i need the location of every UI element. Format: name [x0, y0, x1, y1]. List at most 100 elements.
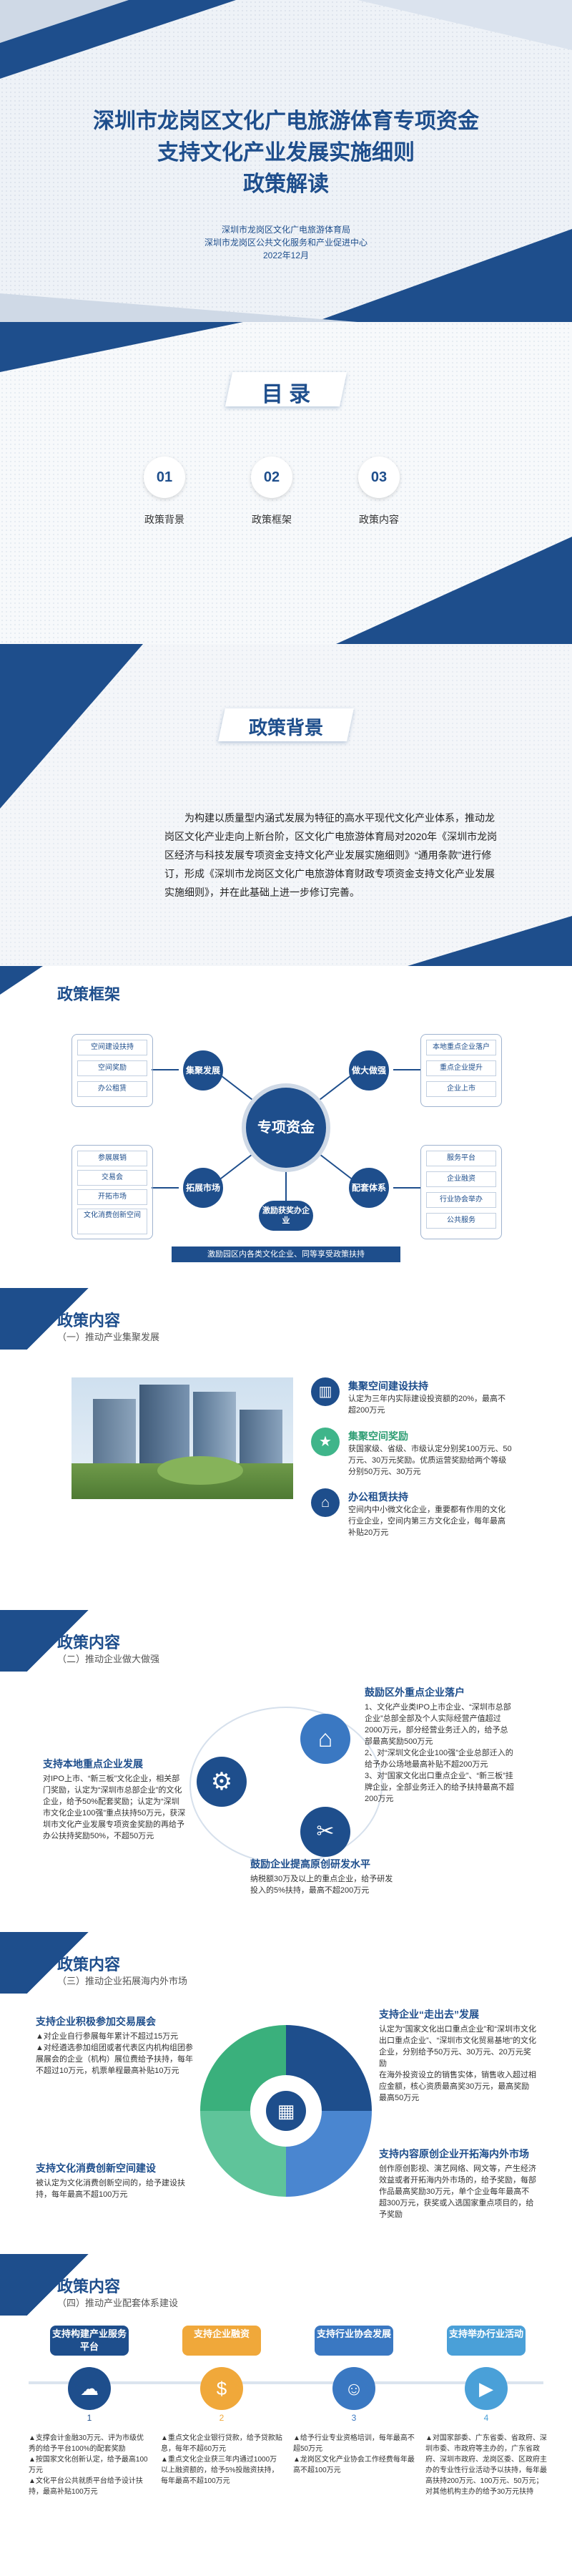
- content3-br-body: 创作原创影视、演艺网络、网文等，产生经济效益或者开拓海内外市场的，给予奖励，每部…: [379, 2165, 536, 2219]
- content3-bl-body: 被认定为文化消费创新空间的，给予建设扶持，每年最高不超100万元: [36, 2179, 185, 2199]
- gear-icon: ⚙: [197, 1757, 247, 1807]
- content3-tl-body: ▲对企业自行参展每年累计不超过15万元 ▲对经遴选参加组团或者代表区内机构组团参…: [36, 2032, 193, 2075]
- content2-right-head: 鼓励区外重点企业落户: [365, 1687, 465, 1698]
- framework-group-1: [72, 1034, 153, 1107]
- cloud-icon: ☁: [68, 2367, 111, 2410]
- cover-title-line-2: 支持文化产业发展实施细则: [157, 141, 415, 165]
- tag-4-1: 服务平台: [426, 1151, 496, 1166]
- issuer-1: 深圳市龙岗区文化广电旅游体育局: [221, 225, 350, 235]
- content3-tr-body: 认定为“国家文化出口重点企业”和“深圳市文化出口重点企业”、“深圳市文化贸易基地…: [379, 2025, 536, 2102]
- building-icon: ▥: [311, 1377, 340, 1406]
- cover-section: 深圳市龙岗区文化广电旅游体育专项资金 支持文化产业发展实施细则 政策解读 深圳市…: [0, 0, 572, 322]
- content2-title: 政策内容: [57, 1634, 121, 1652]
- tag-4-4: 公共服务: [426, 1213, 496, 1229]
- tag-1-2: 空间奖励: [77, 1060, 147, 1076]
- screen-icon: ▶: [465, 2367, 508, 2410]
- content4-card-3: 支持行业协会发展 ☺ 3 ▲给予行业专业资格培训，每年最高不超50万元 ▲龙岗区…: [293, 2326, 415, 2476]
- tag-3-3: 开拓市场: [77, 1189, 147, 1205]
- content4-card-1-body: ▲支撑会计金融30万元、评为市级优秀的给予平台100%的配套奖励 ▲按国家文化创…: [29, 2434, 148, 2496]
- toc-section: 目 录 01 政策背景 02 政策框架 03 政策内容: [0, 322, 572, 644]
- tag-3-4: 文化消费创新空间: [77, 1209, 147, 1234]
- content4-card-2-head: 支持企业融资: [182, 2326, 261, 2356]
- framework-node-4: 配套体系: [349, 1168, 389, 1208]
- framework-group-3: [72, 1145, 153, 1239]
- background-section: 政策背景 为构建以质量型内涵式发展为特征的高水平现代文化产业体系，推动龙岗区文化…: [0, 644, 572, 966]
- tools-icon: ✂: [300, 1807, 350, 1857]
- framework-group-4: [420, 1145, 502, 1239]
- tag-3-2: 交易会: [77, 1170, 147, 1186]
- background-body: 为构建以质量型内涵式发展为特征的高水平现代文化产业体系，推动龙岗区文化产业走向上…: [164, 812, 498, 898]
- toc-num-1: 01: [144, 457, 185, 498]
- home-icon: ⌂: [300, 1714, 350, 1764]
- content3-subtitle: （三）推动企业拓展海内外市场: [57, 1976, 188, 1986]
- tag-1-3: 办公租赁: [77, 1081, 147, 1097]
- framework-node-1: 集聚发展: [183, 1050, 223, 1091]
- content4-card-1: 支持构建产业服务平台 ☁ 1 ▲支撑会计金融30万元、评为市级优秀的给予平台10…: [29, 2326, 150, 2497]
- tag-2-2: 重点企业提升: [426, 1060, 496, 1076]
- cover-date: 2022年12月: [262, 250, 310, 260]
- framework-node-2: 做大做强: [349, 1050, 389, 1091]
- issuer-2: 深圳市龙岗区公共文化服务和产业促进中心: [204, 238, 368, 248]
- background-title: 政策背景: [248, 717, 323, 738]
- content4-title: 政策内容: [57, 2278, 121, 2296]
- content4-card-3-head: 支持行业协会发展: [315, 2326, 393, 2356]
- content4-card-3-num: 3: [351, 2413, 357, 2423]
- content4-section: 政策内容 （四）推动产业配套体系建设 支持构建产业服务平台 ☁ 1 ▲支撑会计金…: [0, 2254, 572, 2576]
- content3-tr-head: 支持企业“走出去”发展: [379, 2009, 479, 2020]
- content1-subtitle: （一）推动产业集聚发展: [57, 1332, 160, 1342]
- framework-section: 政策框架 专项资金 集聚发展 做大做强 拓展市场 配套体系 激励获奖办企业 空间…: [0, 966, 572, 1288]
- cover-issuers: 深圳市龙岗区文化广电旅游体育局 深圳市龙岗区公共文化服务和产业促进中心 2022…: [0, 223, 572, 262]
- tag-4-2: 企业融资: [426, 1171, 496, 1187]
- content3-br-head: 支持内容原创企业开拓海内外市场: [379, 2148, 529, 2160]
- tag-2-1: 本地重点企业落户: [426, 1040, 496, 1055]
- cover-title-line-3: 政策解读: [243, 172, 329, 196]
- content2-ring: ⚙ ⌂ ✂: [189, 1707, 383, 1864]
- content4-card-4-head: 支持举办行业活动: [447, 2326, 526, 2356]
- coin-icon: $: [200, 2367, 243, 2410]
- content4-timeline: [29, 2381, 543, 2384]
- building-photo: [72, 1377, 293, 1499]
- map-icon: ▦: [266, 2091, 306, 2131]
- office-icon: ⌂: [311, 1488, 340, 1517]
- content4-card-4-num: 4: [483, 2413, 489, 2423]
- toc-label-3: 政策内容: [359, 514, 399, 525]
- framework-center: 专项资金: [246, 1088, 326, 1168]
- toc-item-2[interactable]: 02 政策框架: [243, 457, 300, 527]
- framework-group-2: [420, 1034, 502, 1107]
- toc-num-3: 03: [358, 457, 400, 498]
- framework-title: 政策框架: [57, 985, 121, 1003]
- award-icon: ★: [311, 1428, 340, 1456]
- content3-section: 政策内容 （三）推动企业拓展海内外市场 ▦ 支持企业积极参加交易展会 ▲对企业自…: [0, 1932, 572, 2254]
- content2-right-body: 1、文化产业类IPO上市企业、“深圳市总部企业”总部全部及个人实际经营产值超过2…: [365, 1703, 514, 1803]
- content1-item-3-head: 办公租赁扶持: [348, 1491, 408, 1503]
- content4-card-2-num: 2: [219, 2413, 225, 2423]
- toc-num-2: 02: [251, 457, 292, 498]
- content2-subtitle: （二）推动企业做大做强: [57, 1654, 160, 1664]
- framework-footnote: 激励园区内各类文化企业、同等享受政策扶持: [172, 1246, 400, 1262]
- content2-left-body: 对IPO上市、“新三板”文化企业，相关部门奖励，认定为“深圳市总部企业”的文化企…: [43, 1775, 186, 1840]
- content4-subtitle: （四）推动产业配套体系建设: [57, 2298, 179, 2308]
- content4-card-1-num: 1: [87, 2413, 92, 2423]
- people-icon: ☺: [332, 2367, 375, 2410]
- content1-title: 政策内容: [57, 1312, 121, 1330]
- tag-1-1: 空间建设扶持: [77, 1040, 147, 1055]
- cover-title-line-1: 深圳市龙岗区文化广电旅游体育专项资金: [93, 109, 479, 133]
- content4-card-2-body: ▲重点文化企业银行贷款，给予贷款贴息，每年不超60万元 ▲重点文化企业获三年内通…: [161, 2434, 282, 2485]
- cover-title: 深圳市龙岗区文化广电旅游体育专项资金 支持文化产业发展实施细则 政策解读: [0, 106, 572, 200]
- content4-card-2: 支持企业融资 $ 2 ▲重点文化企业银行贷款，给予贷款贴息，每年不超60万元 ▲…: [161, 2326, 282, 2487]
- content1-section: 政策内容 （一）推动产业集聚发展 ▥ 集聚空间建设扶持 认定为三年内实际建设投资…: [0, 1288, 572, 1610]
- toc-item-1[interactable]: 01 政策背景: [136, 457, 193, 527]
- tag-3-1: 参展展销: [77, 1151, 147, 1166]
- tag-4-3: 行业协会举办: [426, 1192, 496, 1208]
- content2-bottom-body: 纳税额30万及以上的重点企业，给予研发投入的5%扶持，最高不超200万元: [250, 1875, 393, 1895]
- toc-item-3[interactable]: 03 政策内容: [350, 457, 408, 527]
- content1-item-1-head: 集聚空间建设扶持: [348, 1380, 428, 1392]
- content2-left-head: 支持本地重点企业发展: [43, 1758, 143, 1770]
- content1-item-3-body: 空间内中小微文化企业，重要都有作用的文化行业企业，空间内第三方文化企业，每年最高…: [348, 1506, 506, 1537]
- toc-title: 目 录: [261, 383, 311, 406]
- content1-item-2-body: 获国家级、省级、市级认定分别奖100万元、50万元、30万元奖励。优质运营奖励给…: [348, 1445, 512, 1476]
- content2-section: 政策内容 （二）推动企业做大做强 ⚙ ⌂ ✂ 支持本地重点企业发展 对IPO上市…: [0, 1610, 572, 1932]
- tag-2-3: 企业上市: [426, 1081, 496, 1097]
- content4-card-1-head: 支持构建产业服务平台: [50, 2326, 129, 2356]
- framework-node-3: 拓展市场: [183, 1168, 223, 1208]
